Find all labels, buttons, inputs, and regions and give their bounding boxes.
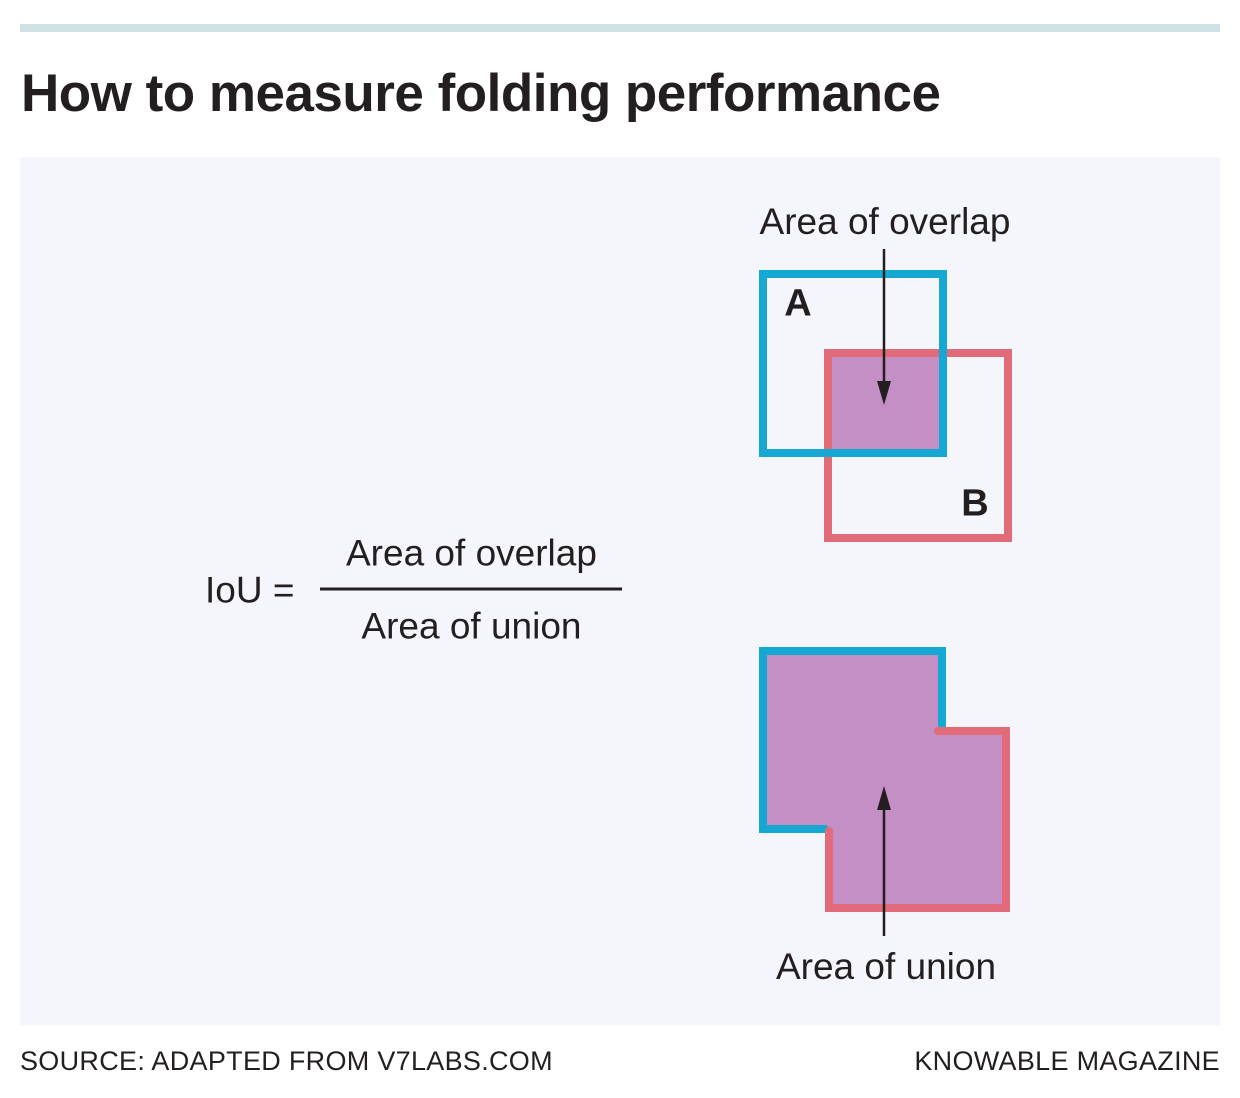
box-a-outline: [759, 270, 947, 457]
iou-formula: IoU = Area of overlap Area of union: [205, 532, 623, 648]
union-outline-a: [759, 647, 946, 833]
top-accent-bar: [20, 24, 1220, 32]
publication-credit: KNOWABLE MAGAZINE: [914, 1046, 1220, 1076]
union-label: Area of union: [775, 946, 997, 987]
fraction-numerator: Area of overlap: [346, 532, 597, 574]
formula-fraction: Area of overlap Area of union: [320, 532, 623, 648]
page-title: How to measure folding performance: [21, 64, 941, 123]
fraction-line: [320, 587, 623, 591]
union-outline-b: [825, 727, 1010, 912]
overlap-label: Area of overlap: [759, 201, 1011, 242]
overlap-diagram: [759, 249, 1012, 542]
union-fill-region: [759, 647, 1010, 912]
box-b-letter: B: [961, 482, 989, 525]
chart-panel: Area of overlap A B IoU = Area of overla…: [20, 157, 1220, 1025]
footer: SOURCE: ADAPTED FROM V7LABS.COM KNOWABLE…: [20, 1046, 1220, 1077]
source-credit: SOURCE: ADAPTED FROM V7LABS.COM: [20, 1046, 553, 1076]
overlap-fill-region: [824, 349, 947, 457]
fraction-denominator: Area of union: [361, 605, 582, 647]
box-a-letter: A: [784, 282, 812, 325]
iou-diagram-canvas: [759, 249, 1012, 936]
union-diagram: [759, 647, 1010, 936]
union-arrowhead-icon: [877, 786, 891, 810]
overlap-arrowhead-icon: [877, 381, 891, 405]
formula-lhs: IoU =: [205, 569, 295, 610]
box-b-outline: [824, 349, 1012, 542]
